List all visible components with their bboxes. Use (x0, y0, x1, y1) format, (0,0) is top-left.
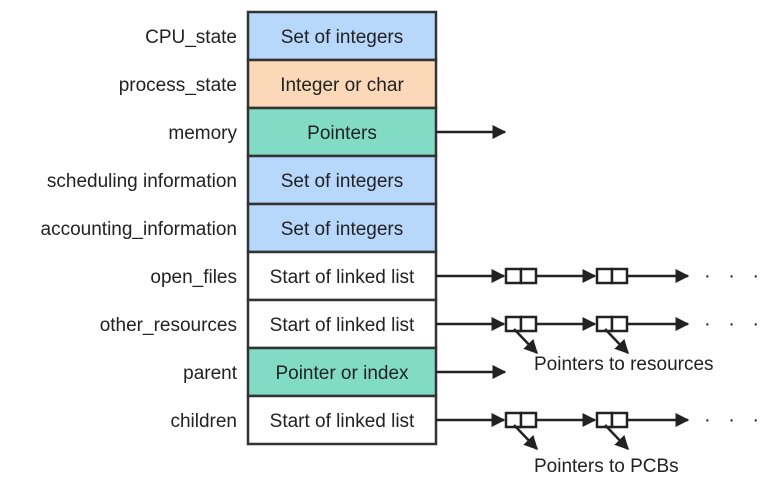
field-value: Set of integers (281, 27, 404, 48)
ellipsis: · · · (704, 409, 765, 431)
pointers-to-resources-label: Pointers to resources (534, 354, 714, 375)
payload-arrow (513, 328, 538, 355)
pcb-cell (246, 394, 438, 446)
pcb-row-other-resources: other_resources Start of linked list (100, 298, 438, 350)
pcb-row-children: children Start of linked list (170, 394, 438, 446)
field-label: parent (183, 363, 238, 384)
link-list: · · · (436, 265, 765, 287)
field-label: CPU_state (145, 27, 237, 48)
pcb-row-parent: parent Pointer or index (183, 346, 438, 398)
pcb-links: · · · · · · · · · (436, 125, 765, 451)
pcb-row-memory: memory Pointers (168, 106, 438, 158)
pcb-row-process-state: process_state Integer or char (119, 58, 438, 110)
field-label: children (170, 411, 237, 432)
list-node (504, 267, 538, 285)
field-value: Start of linked list (270, 267, 415, 288)
field-value: Pointers (307, 123, 377, 144)
ellipsis: · · · (704, 313, 765, 335)
list-node (595, 267, 629, 285)
ellipsis: · · · (704, 265, 765, 287)
pcb-cell (246, 346, 438, 398)
field-label: open_files (150, 267, 237, 288)
field-value: Pointer or index (275, 363, 409, 384)
payload-arrow (513, 424, 538, 451)
list-node (595, 411, 629, 429)
pcb-cell (246, 250, 438, 302)
payload-arrow (604, 424, 629, 451)
field-value: Set of integers (281, 171, 404, 192)
field-label: memory (168, 123, 237, 144)
field-label: other_resources (100, 315, 237, 336)
field-value: Start of linked list (270, 411, 415, 432)
list-node (504, 411, 538, 429)
list-node (595, 315, 629, 333)
field-value: Integer or char (280, 75, 404, 96)
pcb-row-scheduling-information: scheduling information Set of integers (47, 154, 438, 206)
field-label: accounting_information (41, 219, 237, 240)
link-list-down: · · · (436, 313, 765, 355)
pcb-row-accounting-information: accounting_information Set of integers (41, 202, 438, 254)
list-node (504, 315, 538, 333)
field-label: process_state (119, 75, 237, 96)
link-list-down: · · · (436, 409, 765, 451)
pcb-cell (246, 154, 438, 206)
pointers-to-pcbs-label: Pointers to PCBs (534, 456, 679, 477)
pcb-row-open-files: open_files Start of linked list (150, 250, 438, 302)
field-value: Set of integers (281, 219, 404, 240)
field-label: scheduling information (47, 171, 237, 192)
payload-arrow (604, 328, 629, 355)
pcb-cell (246, 58, 438, 110)
field-value: Start of linked list (270, 315, 415, 336)
pcb-row-cpu-state: CPU_state Set of integers (145, 10, 438, 62)
pcb-cell (246, 10, 438, 62)
